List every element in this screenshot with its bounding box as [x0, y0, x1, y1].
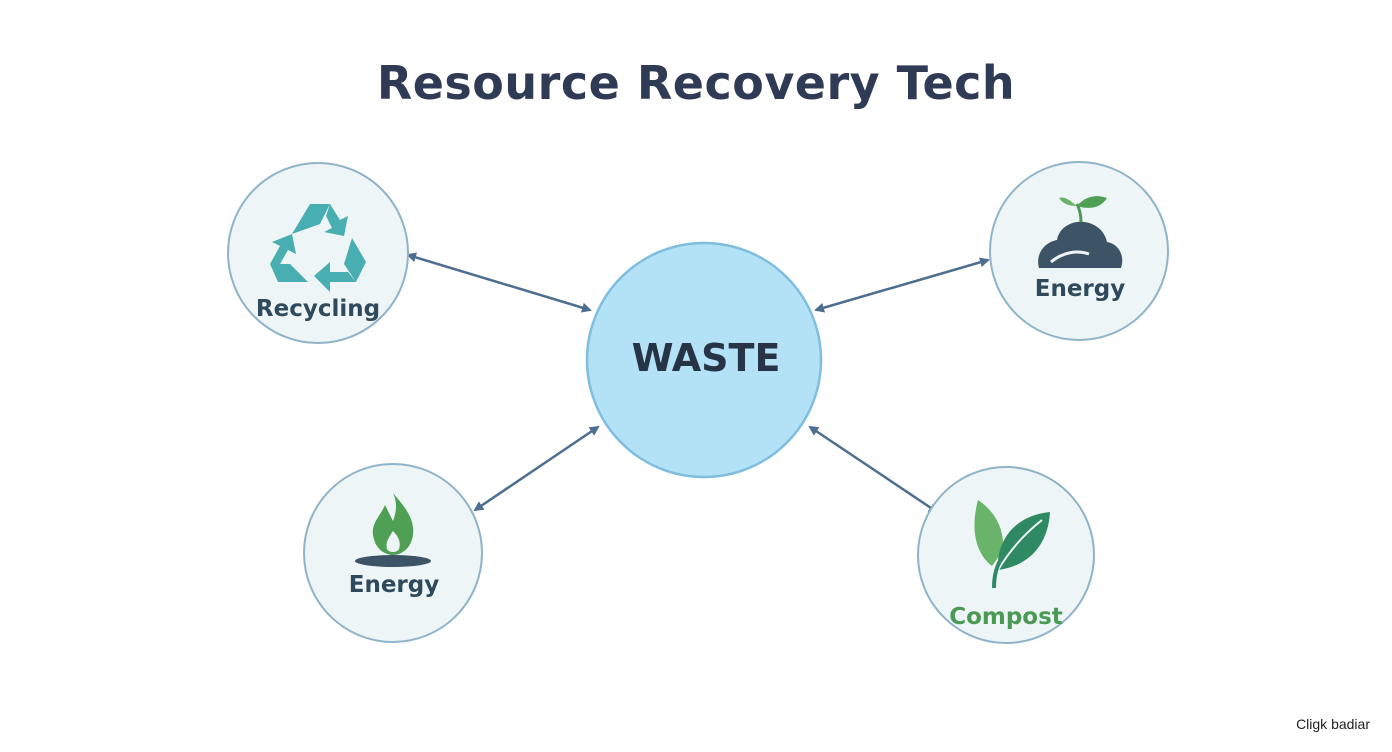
node-label-compost: Compost	[949, 604, 1063, 630]
node-label-recycling: Recycling	[256, 296, 380, 322]
node-label-energy-top: Energy	[1035, 276, 1125, 302]
node-energy-top: Energy	[989, 161, 1169, 341]
connector-recycling	[406, 252, 592, 313]
diagram-title: Resource Recovery Tech	[376, 56, 1016, 110]
connector-compost	[808, 425, 939, 514]
connectors	[406, 252, 990, 514]
recycle-icon	[270, 204, 366, 292]
node-label-energy-bottom: Energy	[349, 572, 439, 598]
node-circle-recycling	[227, 162, 409, 344]
node-recycling: Recycling	[227, 162, 409, 344]
connector-energy-top	[814, 257, 990, 313]
connector-energy-bottom	[473, 425, 600, 512]
leaf-icon	[974, 500, 1050, 589]
biomass-sprout-icon	[1038, 196, 1123, 268]
flame-icon	[355, 493, 431, 567]
center-node-waste: WASTE	[585, 241, 823, 479]
center-label: WASTE	[632, 336, 781, 380]
footer-note: Cligk badiar	[1296, 716, 1370, 732]
node-compost: Compost	[917, 466, 1095, 644]
center-circle	[585, 241, 823, 479]
node-energy-bottom: Energy	[303, 463, 483, 643]
